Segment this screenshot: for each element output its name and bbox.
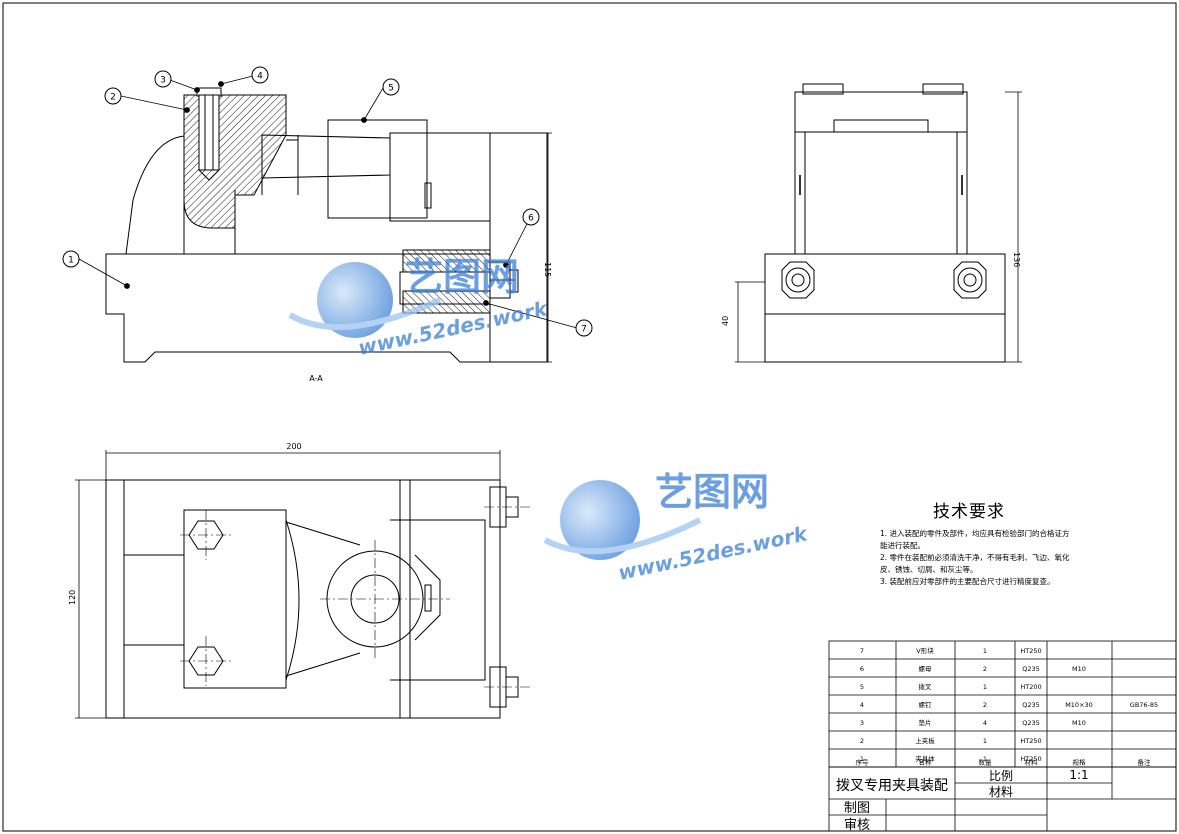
balloon-6-label: 6 [528,214,534,224]
table-cell: 3 [860,719,864,727]
table-row: 4 螺钉 2 Q235 M10×30 GB76-85 [860,700,1158,709]
header-cell: 备注 [1138,758,1152,767]
parts-list-rows: 7 V形块 1 HT250 6 螺母 2 Q235 M10 5 拨叉 1 HT2… [860,646,1158,763]
watermark-brand: 艺图网 [655,470,769,514]
table-cell: Q235 [1022,665,1040,673]
balloon-5: 5 [382,78,400,96]
balloon-7-label: 7 [581,325,587,335]
table-cell: 1 [983,737,987,745]
balloon-1: 1 [62,250,80,268]
table-cell: 5 [860,683,864,691]
watermark-url: www.52des.work [616,521,811,585]
drawn-label: 制图 [844,801,870,816]
tech-requirement-line: 3. 装配前应对零部件的主要配合尺寸进行精度复查。 [880,577,1055,586]
plan-view [105,479,519,719]
drawing-title: 拨叉专用夹具装配 [836,778,948,794]
table-cell: 上夹板 [915,736,935,745]
balloon-2-label: 2 [110,93,116,103]
parts-list-header: 序号 名称 数量 材料 规格 备注 [856,758,1152,767]
tech-requirements-title: 技术要求 [933,502,1005,522]
table-cell: M10×30 [1065,701,1093,709]
table-cell: 1 [983,683,987,691]
material-label: 材料 [989,785,1013,799]
table-cell: Q235 [1022,701,1040,709]
balloon-leaders [78,75,578,329]
header-cell: 数量 [979,758,993,767]
table-cell: HT250 [1020,647,1041,655]
plan-view-dimensions [75,450,501,719]
balloon-4: 4 [251,66,269,84]
header-cell: 名称 [919,758,933,767]
table-row: 3 垫片 4 Q235 M10 [860,718,1086,727]
watermark-globe-icon [560,480,640,560]
table-cell: 4 [860,701,864,709]
table-cell: 拨叉 [919,682,933,691]
table-cell: 1 [983,755,987,763]
header-cell: 材料 [1025,758,1039,767]
balloon-7: 7 [575,319,593,337]
table-cell: HT250 [1020,755,1041,763]
title-block: 拨叉专用夹具装配 比例 1:1 材料 制图 审核 [836,768,1089,833]
table-cell: 螺母 [919,664,933,673]
table-cell: 垫片 [919,718,932,727]
section-view-label: A-A [309,374,323,383]
balloon-1-label: 1 [68,256,74,266]
table-cell: 1 [983,647,987,655]
watermark-brand: 艺图网 [405,255,519,299]
balloon-4-label: 4 [257,72,263,82]
table-cell: GB76-85 [1130,701,1158,709]
table-cell: 2 [860,737,864,745]
table-row: 6 螺母 2 Q235 M10 [860,664,1086,673]
watermark-1: 艺图网 www.52des.work [288,255,551,360]
header-cell: 规格 [1073,758,1087,767]
scale-label: 比例 [989,769,1013,783]
table-row: 2 上夹板 1 HT250 [860,736,1042,745]
dim-plan-depth: 120 [68,590,77,605]
table-row: 5 拨叉 1 HT200 [860,682,1042,691]
table-cell: HT250 [1020,737,1041,745]
balloon-6: 6 [522,208,540,226]
table-row: 1 夹具体 1 HT250 [860,754,1042,763]
table-cell: 4 [983,719,987,727]
dim-total-width: 200 [286,442,301,451]
table-cell: 7 [860,647,864,655]
balloon-3-label: 3 [160,76,166,86]
dim-base-height: 40 [721,316,730,326]
table-cell: 螺钉 [919,700,933,709]
front-view [105,87,548,363]
table-cell: 2 [983,701,987,709]
watermark-2: 艺图网 www.52des.work [543,470,811,585]
scale-value: 1:1 [1069,768,1088,782]
parts-list-grid [828,640,1177,832]
balloon-3: 3 [154,70,172,88]
table-cell: 1 [860,755,864,763]
front-view-dimensions [490,132,552,363]
side-view [764,83,1006,363]
table-row: 7 V形块 1 HT250 [860,646,1042,655]
table-cell: Q235 [1022,719,1040,727]
tech-requirement-line: 2. 零件在装配前必须清洗干净，不得有毛刺、飞边、氧化 [880,553,1070,562]
balloon-5-label: 5 [388,84,394,94]
dim-height-side: 136 [1012,252,1021,267]
tech-requirement-line: 能进行装配。 [880,541,925,550]
table-cell: M10 [1072,665,1086,673]
table-cell: M10 [1072,719,1086,727]
table-cell: V形块 [916,646,934,655]
table-cell: 夹具体 [915,754,935,763]
watermark-globe-icon [317,262,393,338]
tech-requirement-line: 1. 进入装配的零件及部件，均应具有检验部门的合格证方 [880,529,1070,538]
tech-requirement-line: 皮、锈蚀、切屑、和灰尘等。 [880,565,978,574]
side-view-dimensions [735,91,1022,363]
balloon-2: 2 [104,87,122,105]
header-cell: 序号 [856,758,870,767]
table-cell: 2 [983,665,987,673]
table-cell: 6 [860,665,864,673]
dim-height-front: 115 [543,262,552,277]
table-cell: HT200 [1020,683,1041,691]
plan-centerlines [180,506,532,688]
checked-label: 审核 [844,818,870,833]
